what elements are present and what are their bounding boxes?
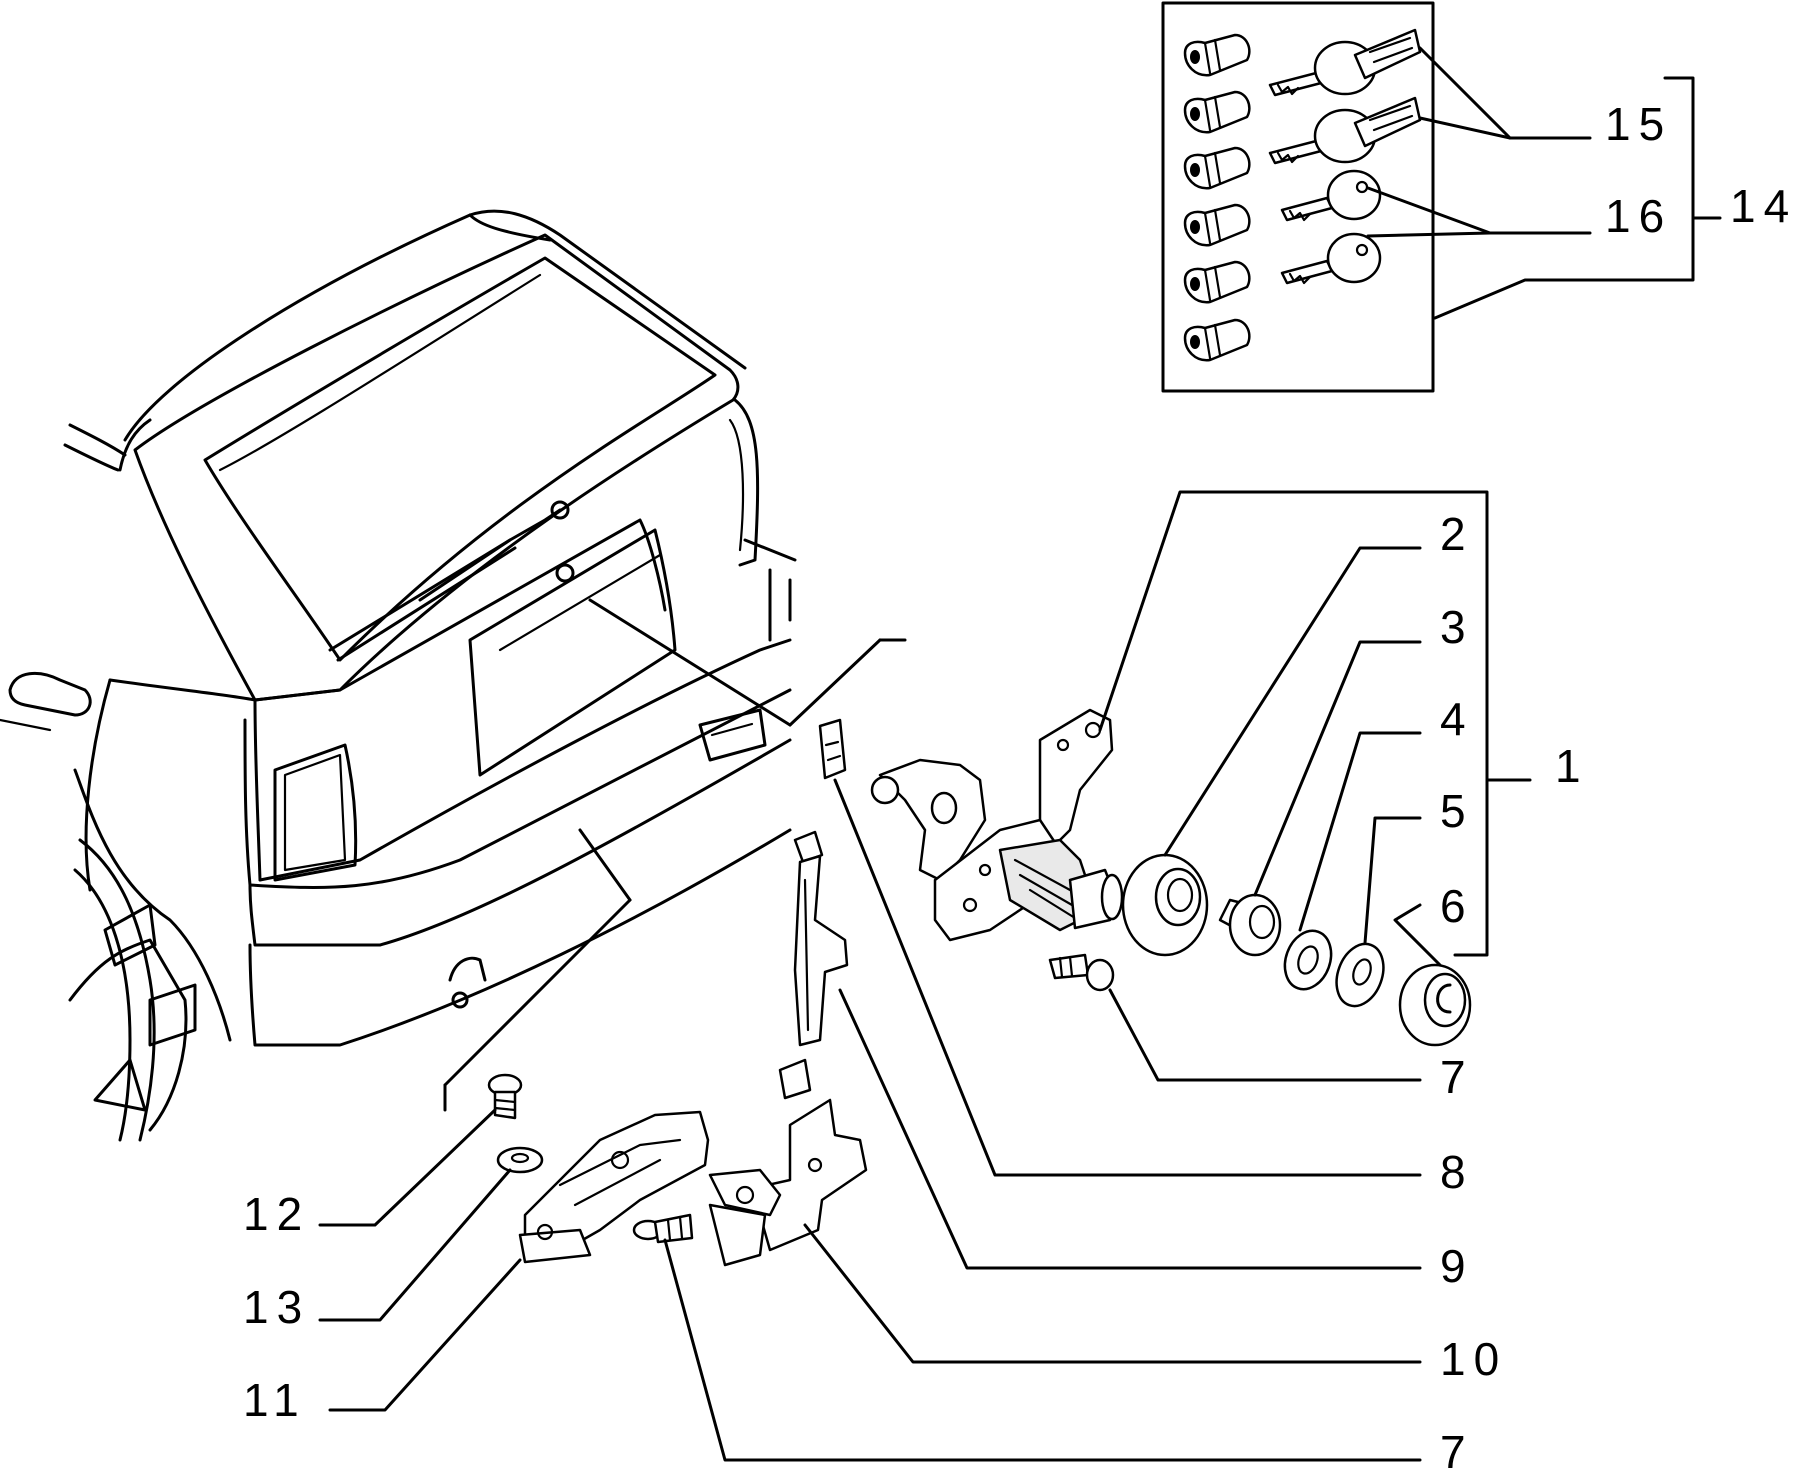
callout-10: 10 (1440, 1333, 1507, 1385)
callout-2: 2 (1440, 508, 1474, 560)
keys-plain (1280, 169, 1382, 285)
callout-11: 11 (243, 1374, 307, 1426)
callout-5: 5 (1440, 785, 1474, 837)
callout-7-lower: 7 (1440, 1426, 1474, 1470)
reference-bracket-lines (443, 598, 907, 1112)
keys-with-tag (1268, 28, 1422, 165)
callout-7-upper: 7 (1440, 1051, 1474, 1103)
part-11-striker (518, 1110, 710, 1264)
callout-9: 9 (1440, 1240, 1474, 1292)
part-3-bushing (1218, 893, 1282, 957)
callout-15: 15 (1605, 98, 1672, 150)
part-5-washer (1335, 942, 1385, 1008)
part-13-washer (496, 1146, 544, 1174)
part-2-cylinder-cover (1121, 853, 1209, 957)
part-4-ring (1283, 929, 1333, 991)
callout-12: 12 (243, 1188, 310, 1240)
car-rear-illustration (0, 209, 797, 1142)
key-set-box (1161, 1, 1512, 393)
part-9-rod (778, 830, 849, 1100)
callout-4: 4 (1440, 693, 1474, 745)
callout-13: 13 (243, 1281, 310, 1333)
lock-cylinders (1183, 33, 1251, 362)
callout-3: 3 (1440, 601, 1474, 653)
part-1-lock-assembly (870, 708, 1124, 942)
callout-labels: 1 2 3 4 5 6 7 8 9 10 11 7 12 13 14 15 16 (243, 98, 1793, 1470)
part-6-cap (1398, 963, 1472, 1047)
part-10-latch (708, 1098, 868, 1267)
part-8-clip (818, 718, 847, 780)
leader-lines (318, 76, 1722, 1462)
callout-8: 8 (1440, 1146, 1474, 1198)
part-7-screw-lower (632, 1213, 694, 1244)
callout-6: 6 (1440, 880, 1474, 932)
callout-16: 16 (1605, 190, 1672, 242)
part-7-screw-upper (1048, 953, 1115, 992)
callout-14: 14 (1730, 180, 1793, 232)
part-12-screw (487, 1073, 523, 1120)
callout-1: 1 (1555, 740, 1589, 792)
